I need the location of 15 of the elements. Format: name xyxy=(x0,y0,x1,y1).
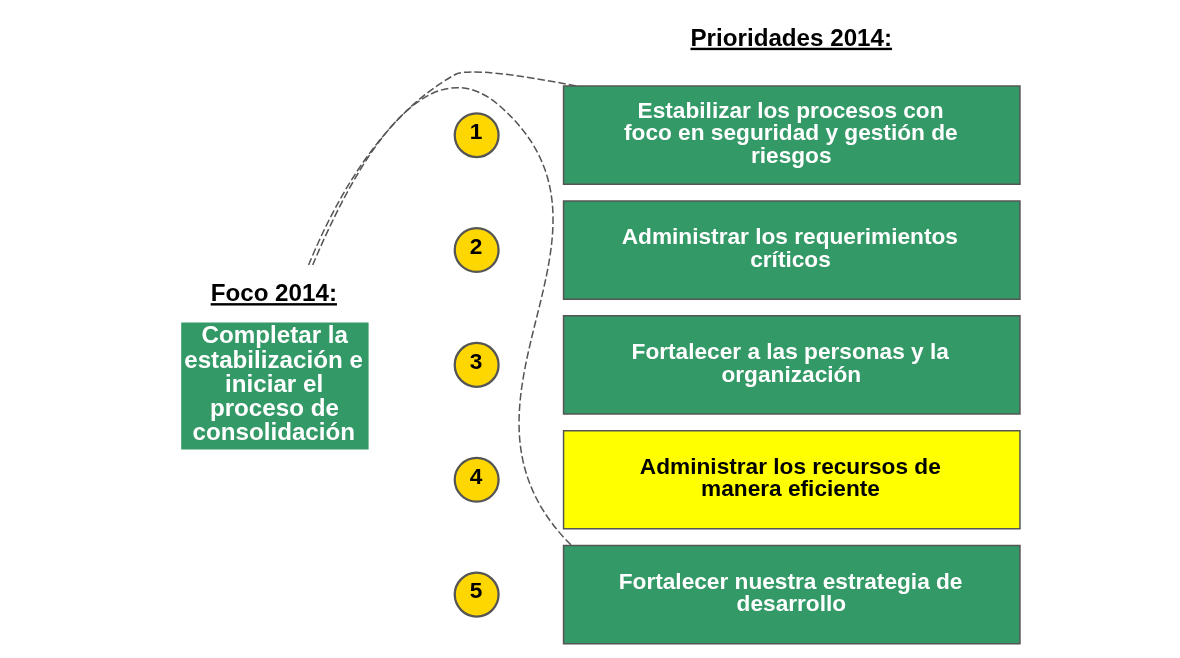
node-circle: 3 xyxy=(453,341,500,388)
node-box: Estabilizar los procesos con foco en seguridad y gestión de riesgos xyxy=(562,85,1021,186)
node-box: Fortalecer nuestra estrategia de desarrollo xyxy=(562,544,1021,645)
node-circle: 4 xyxy=(453,456,500,503)
node-label: Foco 2014: xyxy=(210,279,337,307)
node-box: Administrar los recursos de manera eficiente xyxy=(562,429,1021,530)
label: Prioridades 2014: xyxy=(690,23,893,51)
connector xyxy=(311,87,573,547)
node-box: Fortalecer a las personas y la organización xyxy=(562,315,1021,415)
node-box: Administrar los requerimientos críticos xyxy=(562,200,1021,300)
node-box: Completar la estabilización e iniciar el proceso de consolidación xyxy=(181,322,369,450)
node-circle: 2 xyxy=(453,227,500,274)
node-circle: 5 xyxy=(453,571,500,618)
node-circle: 1 xyxy=(453,112,500,159)
connector xyxy=(307,71,578,266)
